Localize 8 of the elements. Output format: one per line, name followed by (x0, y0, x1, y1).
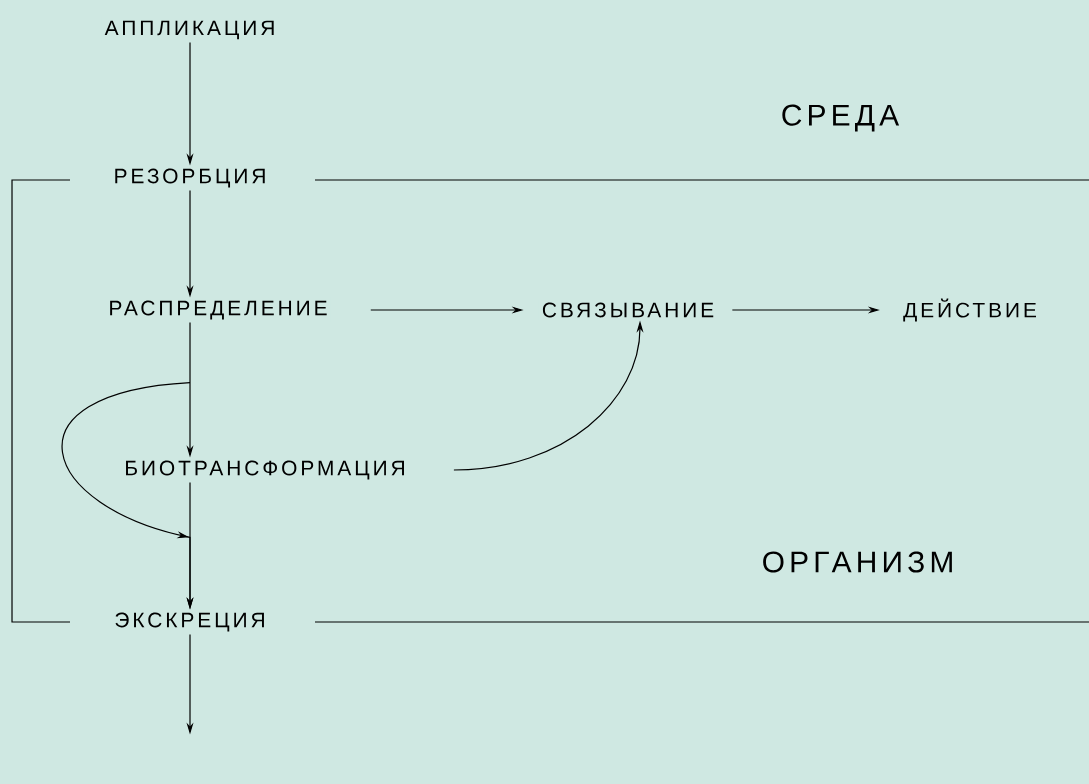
stage-label: АППЛИКАЦИЯ (101, 17, 279, 43)
stage-label: ДЕЙСТВИЕ (900, 295, 1040, 325)
region-label: ОРГАНИЗМ (763, 551, 952, 573)
stage-label: РАСПРЕДЕЛЕНИЕ (105, 297, 331, 323)
stage-label: РЕЗОРБЦИЯ (110, 165, 270, 191)
stage-label: ЭКСКРЕЦИЯ (111, 609, 269, 635)
region-label: СРЕДА (782, 104, 900, 132)
stage-label: БИОТРАНСФОРМАЦИЯ (121, 457, 409, 483)
